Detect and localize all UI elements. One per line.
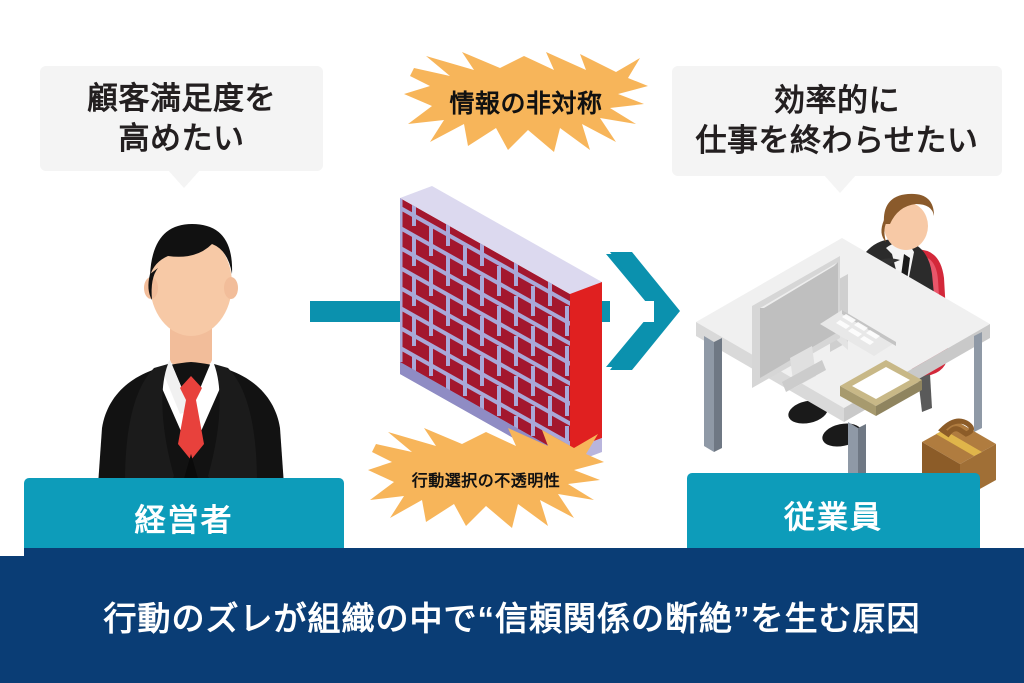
role-label-executive: 経営者 (24, 478, 344, 556)
role-label-executive-text: 経営者 (134, 502, 234, 538)
starburst-icon (404, 52, 648, 152)
bottom-banner-text: 行動のズレが組織の中で“信頼関係の断絶”を生む原因 (103, 599, 921, 637)
executive-illustration (96, 214, 286, 514)
role-label-employee: 従業員 (687, 473, 980, 555)
employee-workstation-illustration (690, 190, 1004, 500)
starburst-information-asymmetry: 情報の非対称 (404, 46, 648, 158)
brick-wall-barrier (392, 186, 608, 470)
speech-bubble-employee-line2: 仕事を終わらせたい (695, 123, 979, 158)
banner-corner-notch (0, 548, 24, 556)
speech-bubble-executive-line2: 高めたい (118, 120, 245, 156)
bottom-banner: 行動のズレが組織の中で“信頼関係の断絶”を生む原因 (0, 548, 1024, 683)
starburst-icon (368, 428, 604, 528)
speech-bubble-employee: 効率的に 仕事を終わらせたい (672, 66, 1002, 193)
speech-bubble-employee-line1: 効率的に (774, 83, 900, 119)
speech-bubble-executive: 顧客満足度を 高めたい (40, 66, 323, 188)
speech-bubble-tail-icon (168, 170, 200, 188)
speech-bubble-tail-icon (824, 175, 856, 193)
starburst-opaque-decision-making: 行動選択の不透明性 (368, 424, 604, 534)
brick-wall-icon (400, 186, 602, 470)
businessman-icon (96, 224, 286, 514)
speech-bubble-executive-line1: 顧客満足度を (87, 80, 276, 116)
isometric-office-worker-icon (696, 193, 996, 500)
role-label-employee-text: 従業員 (784, 499, 883, 535)
